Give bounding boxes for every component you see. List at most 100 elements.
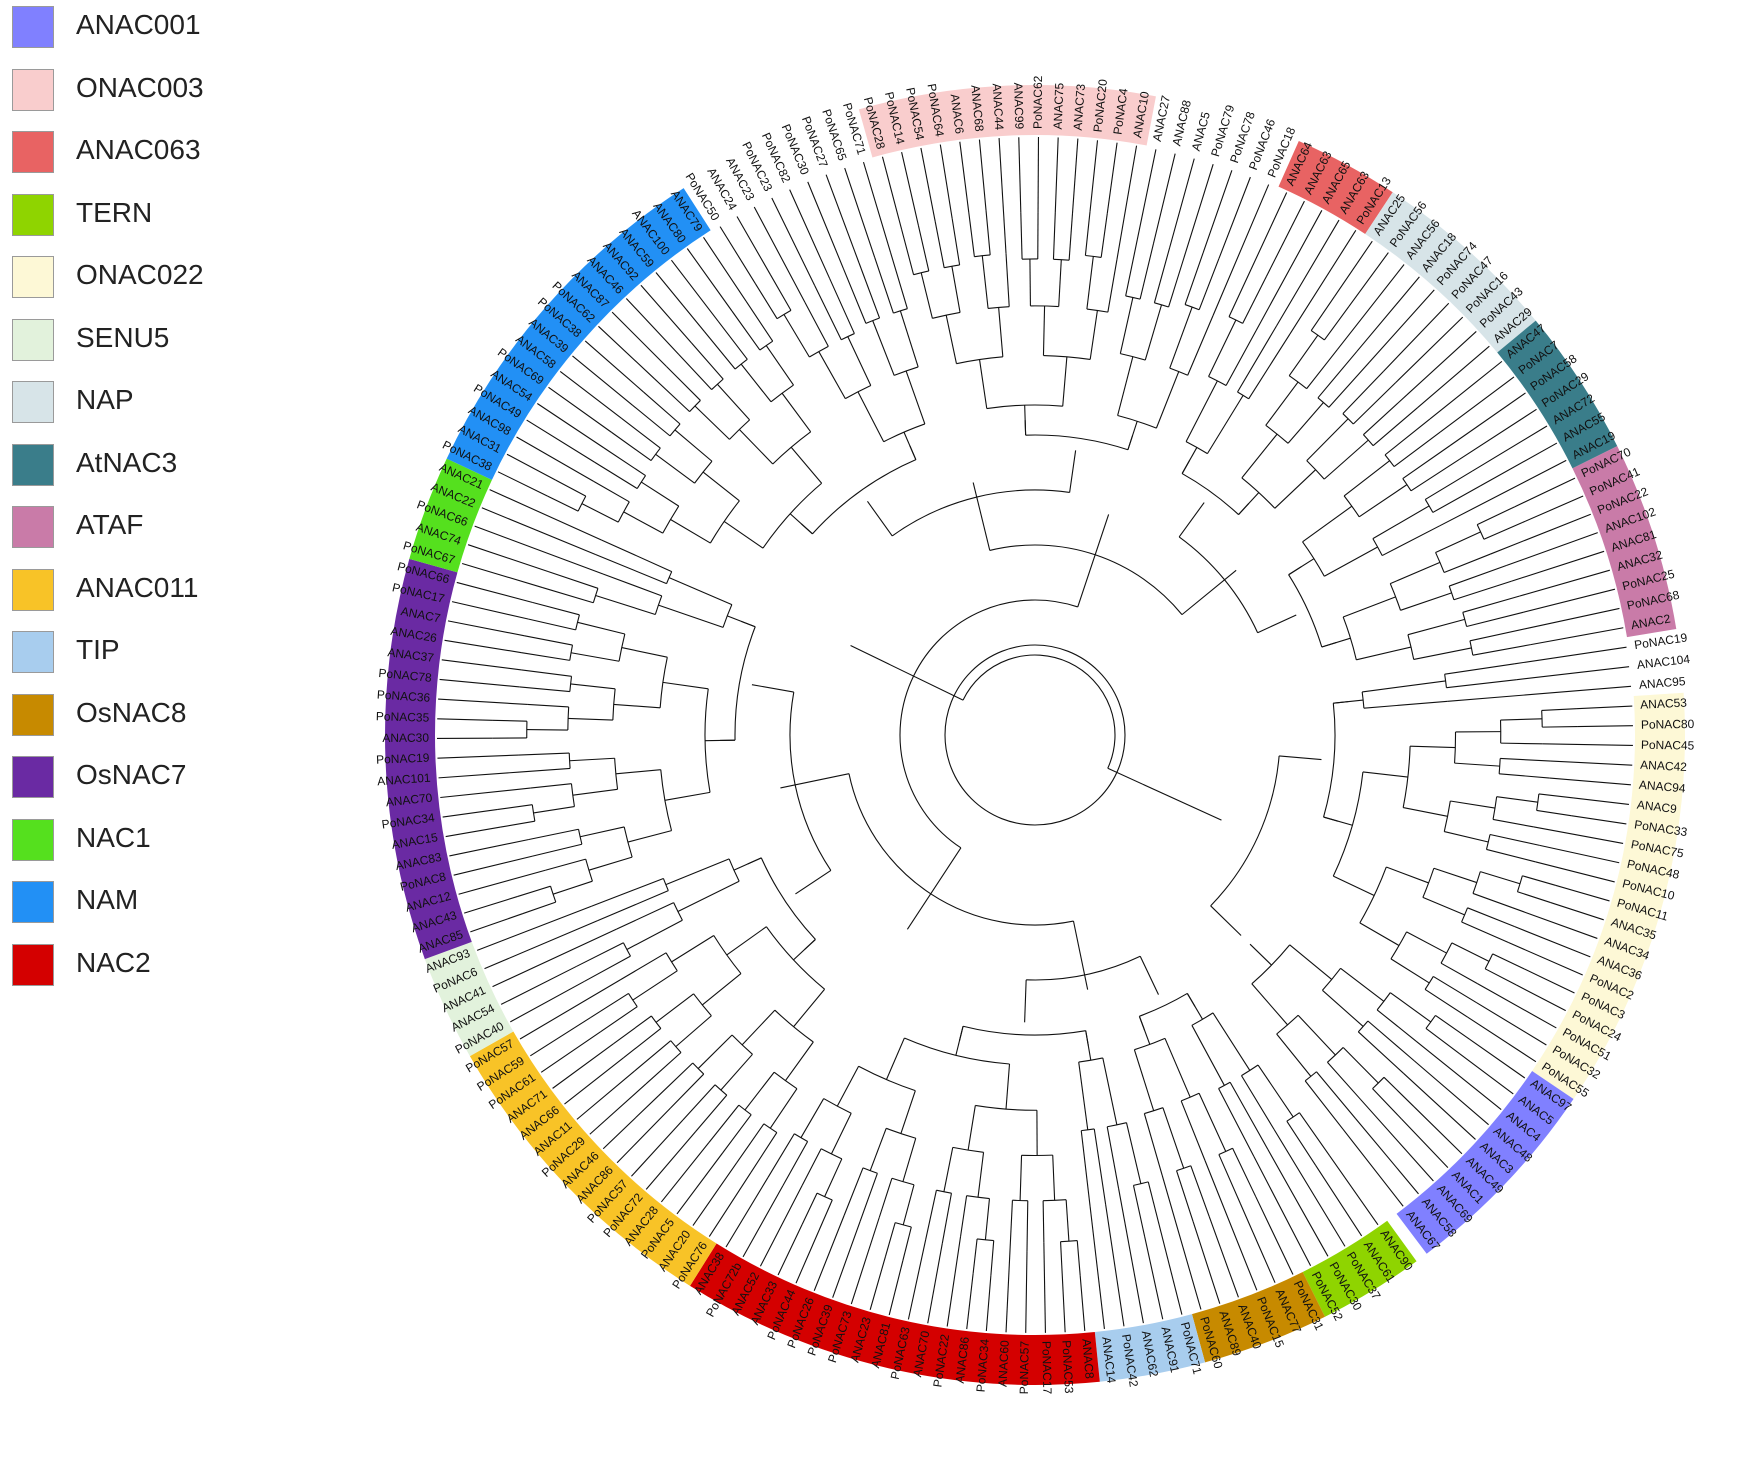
branch-line [632, 970, 678, 1001]
branch-line [719, 226, 756, 284]
branch-line [765, 345, 794, 386]
branch-line [968, 212, 975, 257]
branch-line [1072, 920, 1089, 990]
branch-line [438, 771, 520, 779]
branch-line [595, 553, 667, 585]
branch-line [616, 1107, 671, 1164]
branch-line [1348, 252, 1389, 307]
branch-line [1535, 861, 1615, 883]
branch-line [619, 952, 667, 981]
branch-line [857, 391, 885, 442]
branch-line [441, 659, 522, 671]
clade-band-anac011 [469, 1031, 717, 1286]
branch-line [1191, 1025, 1225, 1086]
leaf-label: ANAC53 [1640, 696, 1688, 712]
branch-line [1342, 1047, 1379, 1084]
branch-line [686, 248, 733, 312]
branch-line [1085, 1030, 1089, 1046]
branch-line [599, 1006, 638, 1033]
branch-line [1143, 1113, 1163, 1176]
legend-swatch [12, 568, 54, 611]
branch-line [901, 229, 915, 275]
branch-line [1257, 1064, 1294, 1118]
branch-line [626, 919, 683, 950]
branch-line [720, 1053, 753, 1091]
branch-line [519, 686, 570, 693]
leaf-label: ANAC68 [968, 84, 986, 132]
branch-line [668, 577, 733, 606]
branch-line [1228, 268, 1252, 318]
branch-line [442, 808, 498, 818]
branch-line [858, 262, 881, 319]
branch-line [902, 1184, 915, 1226]
branch-line [1139, 956, 1159, 995]
branch-line [1107, 259, 1118, 313]
legend-label: ANAC011 [76, 571, 199, 603]
branch-line [447, 620, 525, 637]
branch-line [981, 255, 989, 309]
branch-line [625, 298, 680, 355]
branch-line [1265, 381, 1299, 426]
leaf-label: PoNAC4 [1110, 87, 1130, 135]
branch-line [1190, 1165, 1210, 1217]
branch-line [998, 138, 1007, 254]
branch-line [750, 1132, 778, 1173]
branch-line [1390, 561, 1441, 585]
branch-line [1403, 807, 1448, 817]
branch-line [1186, 993, 1196, 1007]
branch-line [1255, 210, 1323, 331]
legend-swatch [12, 943, 54, 986]
leaf-label: ANAC8 [1079, 1338, 1096, 1379]
branch-line [828, 277, 855, 334]
branch-line [697, 1034, 733, 1069]
branch-line [843, 268, 867, 324]
branch-line [722, 1114, 752, 1154]
branch-line [1406, 931, 1447, 954]
branch-line [1472, 644, 1531, 656]
branch-line [703, 236, 747, 302]
branch-line [662, 681, 709, 690]
branch-line [881, 156, 903, 230]
branch-line [1118, 1188, 1144, 1324]
branch-line [1322, 989, 1364, 1027]
branch-line [985, 210, 991, 255]
branch-line [1333, 701, 1349, 704]
branch-line [1472, 892, 1513, 909]
branch-line [1372, 505, 1430, 540]
branch-line [1288, 566, 1302, 576]
branch-line [1447, 685, 1632, 702]
leaf-label: ANAC37 [387, 645, 435, 665]
legend-label: NAC1 [76, 821, 151, 853]
branch-line [1440, 962, 1478, 984]
branch-line [1329, 1155, 1379, 1226]
branch-line [1138, 1016, 1146, 1031]
branch-line [613, 1015, 652, 1045]
branch-line [445, 826, 501, 838]
branch-line [676, 1152, 724, 1215]
branch-line [1155, 371, 1180, 429]
branch-line [832, 1220, 861, 1298]
branch-line [670, 1073, 705, 1109]
branch-line [1147, 1181, 1162, 1234]
branch-line [716, 383, 751, 421]
branch-line [1009, 1200, 1013, 1252]
branch-line [824, 1158, 843, 1197]
branch-line [747, 857, 762, 865]
branch-line [506, 453, 556, 481]
branch-line [1168, 251, 1187, 308]
branch-line [1020, 212, 1023, 260]
branch-line [521, 669, 572, 677]
branch-line [665, 858, 730, 886]
branch-line [621, 418, 661, 449]
branch-line [862, 161, 892, 253]
branch-line [1185, 163, 1214, 253]
branch-line [572, 788, 618, 796]
branch-line [1251, 983, 1288, 1026]
branch-arc [1139, 992, 1188, 1017]
branch-arc [1181, 473, 1239, 515]
branch-line [1042, 305, 1046, 356]
branch-line [1288, 334, 1319, 376]
legend-label: ONAC022 [76, 259, 204, 290]
branch-line [967, 1105, 976, 1151]
branch-line [1406, 331, 1477, 396]
